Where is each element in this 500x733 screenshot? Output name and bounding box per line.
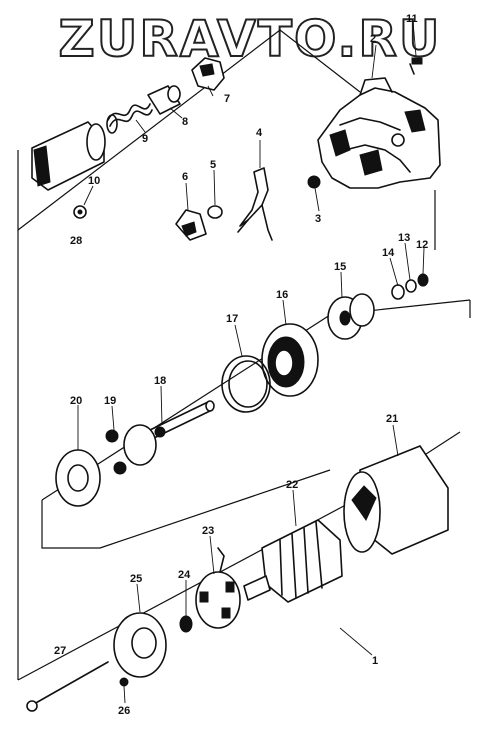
yoke-housing bbox=[343, 445, 449, 555]
part-label-15: 15 bbox=[334, 261, 346, 273]
part-label-9: 9 bbox=[142, 133, 148, 145]
part-label-14: 14 bbox=[382, 247, 395, 259]
lever-cap bbox=[191, 57, 225, 91]
bolt-part bbox=[409, 57, 423, 75]
part-label-8: 8 bbox=[182, 116, 188, 128]
part-label-22: 22 bbox=[286, 479, 298, 491]
part-label-4: 4 bbox=[256, 127, 263, 139]
part-label-20: 20 bbox=[70, 395, 82, 407]
pinion-gear bbox=[327, 293, 375, 340]
part-label-21: 21 bbox=[386, 413, 398, 425]
end-frame bbox=[113, 612, 167, 678]
part-label-24: 24 bbox=[178, 569, 191, 581]
bushing bbox=[307, 175, 321, 189]
part-label-5: 5 bbox=[210, 159, 216, 171]
seal-block bbox=[175, 209, 207, 241]
leader-lines bbox=[77, 21, 425, 704]
part-label-13: 13 bbox=[398, 232, 410, 244]
bearing bbox=[179, 615, 193, 633]
part-label-18: 18 bbox=[154, 375, 166, 387]
washer bbox=[207, 205, 223, 219]
planetary-gears bbox=[105, 424, 166, 475]
shift-lever bbox=[237, 167, 273, 241]
part-label-23: 23 bbox=[202, 525, 214, 537]
screw bbox=[119, 677, 129, 687]
nut bbox=[73, 205, 87, 219]
part-label-3: 3 bbox=[315, 213, 321, 225]
overrunning-clutch bbox=[261, 323, 319, 397]
armature bbox=[243, 519, 343, 603]
part-label-2: 2 bbox=[370, 33, 376, 45]
part-label-6: 6 bbox=[182, 171, 188, 183]
spring bbox=[106, 103, 153, 134]
plunger bbox=[147, 85, 181, 115]
brush-holder bbox=[195, 547, 241, 629]
solenoid bbox=[31, 121, 106, 191]
part-label-7: 7 bbox=[224, 93, 230, 105]
part-label-17: 17 bbox=[226, 313, 238, 325]
small-rings bbox=[391, 273, 429, 300]
part-labels: 1 2 3 4 5 6 7 8 9 10 11 12 13 14 15 16 1… bbox=[54, 13, 428, 717]
part-label-16: 16 bbox=[276, 289, 288, 301]
part-label-1: 1 bbox=[372, 655, 378, 667]
part-label-12: 12 bbox=[416, 239, 428, 251]
through-bolt bbox=[26, 661, 109, 712]
part-label-26: 26 bbox=[118, 705, 130, 717]
drive-housing bbox=[317, 77, 441, 189]
watermark-text: ZURAVTO.RU bbox=[59, 10, 442, 68]
part-label-27: 27 bbox=[54, 645, 66, 657]
part-label-28: 28 bbox=[70, 235, 82, 247]
internal-gear-disc bbox=[55, 449, 101, 507]
part-label-11: 11 bbox=[406, 13, 418, 25]
retaining-ring bbox=[221, 355, 271, 413]
part-label-25: 25 bbox=[130, 573, 142, 585]
part-label-10: 10 bbox=[88, 175, 100, 187]
part-label-19: 19 bbox=[104, 395, 116, 407]
